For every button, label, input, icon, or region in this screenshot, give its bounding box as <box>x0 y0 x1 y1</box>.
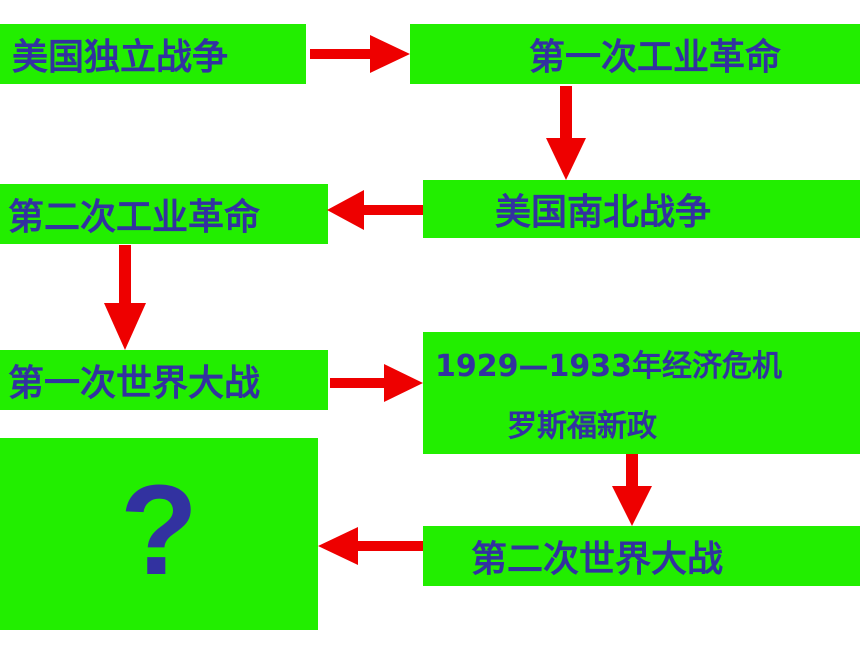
node-american-revolution: 美国独立战争 <box>0 24 306 84</box>
node-label-line2: 罗斯福新政 <box>507 409 657 444</box>
node-label: 第二次工业革命 <box>8 197 261 238</box>
node-label: 美国独立战争 <box>12 37 229 78</box>
arrow-2-down <box>546 86 586 180</box>
node-world-war-two: 第二次世界大战 <box>423 526 860 586</box>
node-label: 第一次工业革命 <box>528 37 781 78</box>
node-label: 第一次世界大战 <box>8 363 261 404</box>
node-world-war-one: 第一次世界大战 <box>0 350 328 410</box>
arrow-1-right <box>310 35 410 73</box>
arrow-5-right <box>330 364 423 402</box>
node-first-industrial-revolution: 第一次工业革命 <box>410 24 860 84</box>
node-label: 第二次世界大战 <box>471 539 724 580</box>
node-label: 美国南北战争 <box>495 192 712 233</box>
arrow-7-left <box>318 527 423 565</box>
node-american-civil-war: 美国南北战争 <box>423 180 860 238</box>
node-great-depression-new-deal: 1929—1933年经济危机 罗斯福新政 <box>423 332 860 454</box>
node-unknown: ? <box>0 438 318 630</box>
node-second-industrial-revolution: 第二次工业革命 <box>0 184 328 244</box>
arrow-6-down <box>612 454 652 526</box>
arrow-4-down <box>104 245 146 350</box>
question-mark: ? <box>119 459 199 602</box>
arrow-3-left <box>327 190 423 230</box>
node-label-line1: 1929—1933年经济危机 <box>435 349 782 384</box>
